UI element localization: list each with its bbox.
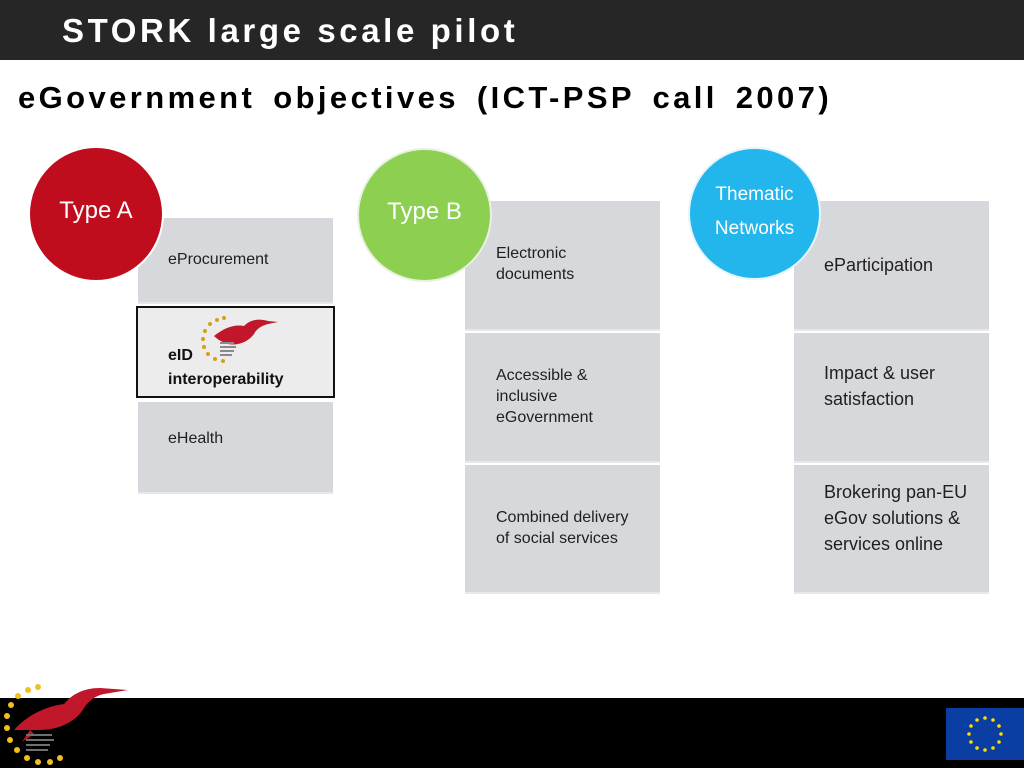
box-b1-label: Electronic documents: [496, 245, 575, 283]
box-a3-label: eHealth: [168, 430, 224, 447]
slide-subtitle: eGovernment objectives (ICT-PSP call 200…: [18, 80, 833, 115]
box-a3: eHealth: [138, 402, 333, 494]
box-a2-label: eID interoperability: [168, 347, 284, 388]
type-b-circle: Type B: [357, 148, 492, 282]
box-a1-label: eProcurement: [168, 251, 269, 268]
type-a-label: Type A: [59, 197, 133, 224]
type-a-circle: Type A: [28, 146, 164, 282]
box-b1: Electronic documents: [465, 201, 660, 331]
box-b3-label: Combined delivery of social services: [496, 509, 629, 547]
box-b2-label: Accessible & inclusive eGovernment: [496, 367, 593, 426]
box-c1: eParticipation: [794, 201, 989, 331]
stork-logo-icon: [201, 316, 278, 363]
box-c1-label: eParticipation: [824, 255, 934, 275]
box-c3-label: Brokering pan-EU eGov solutions & servic…: [824, 482, 968, 554]
type-b-label: Type B: [387, 198, 462, 225]
box-a2-eid: eID interoperability: [136, 306, 335, 398]
eu-flag-icon: [946, 708, 1024, 760]
header-bar: STORK large scale pilot: [0, 0, 1024, 60]
box-a1: eProcurement: [138, 218, 333, 304]
box-c2: Impact & user satisfaction: [794, 333, 989, 463]
box-b2: Accessible & inclusive eGovernment: [465, 333, 660, 463]
footer-bar: [0, 698, 1024, 768]
header-title: STORK large scale pilot: [62, 12, 519, 49]
box-c3: Brokering pan-EU eGov solutions & servic…: [794, 465, 989, 594]
box-b3: Combined delivery of social services: [465, 465, 660, 594]
thematic-networks-circle: Thematic Networks: [688, 147, 821, 280]
stork-footer-logo-icon: [4, 684, 128, 765]
box-c2-label: Impact & user satisfaction: [824, 363, 936, 409]
thematic-networks-label: Thematic Networks: [714, 183, 795, 239]
